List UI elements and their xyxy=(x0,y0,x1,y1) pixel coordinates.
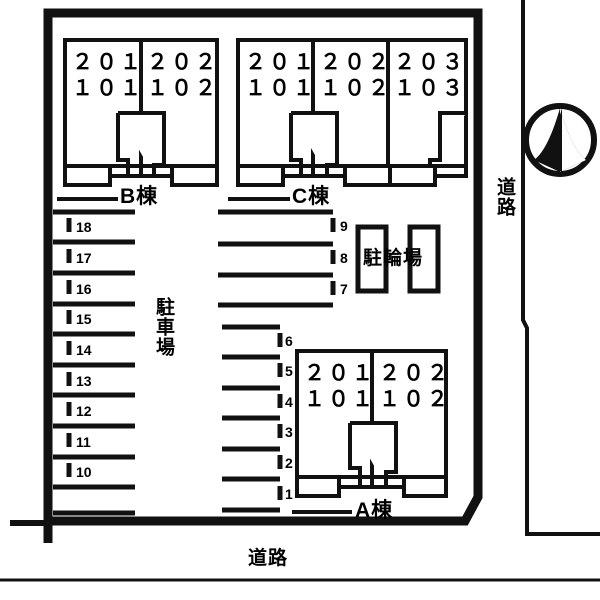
unit-number-c-101-lower: １０１ xyxy=(245,77,317,100)
parking-stall-18: 18 xyxy=(76,219,92,235)
building-b-outline xyxy=(63,38,219,187)
parking-lot-label: 駐車場 xyxy=(152,297,174,357)
parking-stall-14: 14 xyxy=(76,342,92,358)
parking-stall-3: 3 xyxy=(285,424,293,440)
parking-stall-16: 16 xyxy=(76,281,92,297)
parking-stall-9: 9 xyxy=(340,218,348,234)
unit-number-b-102-lower: １０２ xyxy=(147,77,219,100)
unit-number-c-202-upper: ２０２ xyxy=(320,51,392,74)
parking-stall-2: 2 xyxy=(285,455,293,471)
west-parking-stall-lines xyxy=(53,209,135,516)
unit-number-c-201-upper: ２０１ xyxy=(245,51,317,74)
unit-number-b-202-upper: ２０２ xyxy=(147,51,219,74)
bicycle-parking-boxes xyxy=(355,224,441,294)
building-label-underlines xyxy=(57,197,352,514)
building-c-outline xyxy=(236,38,468,187)
parking-stall-17: 17 xyxy=(76,250,92,266)
south-parking-stall-lines xyxy=(222,324,280,513)
unit-number-c-103-lower: １０３ xyxy=(394,77,466,100)
north-arrow-icon xyxy=(523,103,597,177)
south-road-label: 道路 xyxy=(248,548,289,569)
unit-number-c-203-upper: ２０３ xyxy=(394,51,466,74)
parking-stall-7: 7 xyxy=(340,281,348,297)
parking-stall-4: 4 xyxy=(285,394,293,410)
property-boundary xyxy=(43,8,483,543)
east-road-edge xyxy=(521,0,600,536)
unit-number-a-201-upper: ２０１ xyxy=(304,362,376,385)
parking-stall-15: 15 xyxy=(76,311,92,327)
unit-number-a-102-lower: １０２ xyxy=(379,388,451,411)
unit-number-a-101-lower: １０１ xyxy=(304,388,376,411)
building-b-label: B棟 xyxy=(120,185,159,208)
unit-number-a-202-upper: ２０２ xyxy=(379,362,451,385)
parking-stall-5: 5 xyxy=(285,363,293,379)
building-c-label: C棟 xyxy=(292,185,331,208)
center-parking-stall-lines xyxy=(218,209,333,308)
parking-stall-10: 10 xyxy=(76,464,92,480)
parking-stall-8: 8 xyxy=(340,250,348,266)
east-road-label: 道路 xyxy=(493,177,515,217)
parking-stall-6: 6 xyxy=(285,333,293,349)
parking-stall-12: 12 xyxy=(76,403,92,419)
parking-stall-11: 11 xyxy=(76,434,91,450)
building-a-label: A棟 xyxy=(355,499,394,522)
bicycle-parking-label: 駐輪場 xyxy=(363,248,424,269)
parking-stall-13: 13 xyxy=(76,373,92,389)
unit-number-b-201-upper: ２０１ xyxy=(72,51,144,74)
building-a-outline xyxy=(295,349,448,498)
parking-stall-1: 1 xyxy=(285,486,293,502)
unit-number-b-101-lower: １０１ xyxy=(72,77,144,100)
unit-number-c-102-lower: １０２ xyxy=(320,77,392,100)
